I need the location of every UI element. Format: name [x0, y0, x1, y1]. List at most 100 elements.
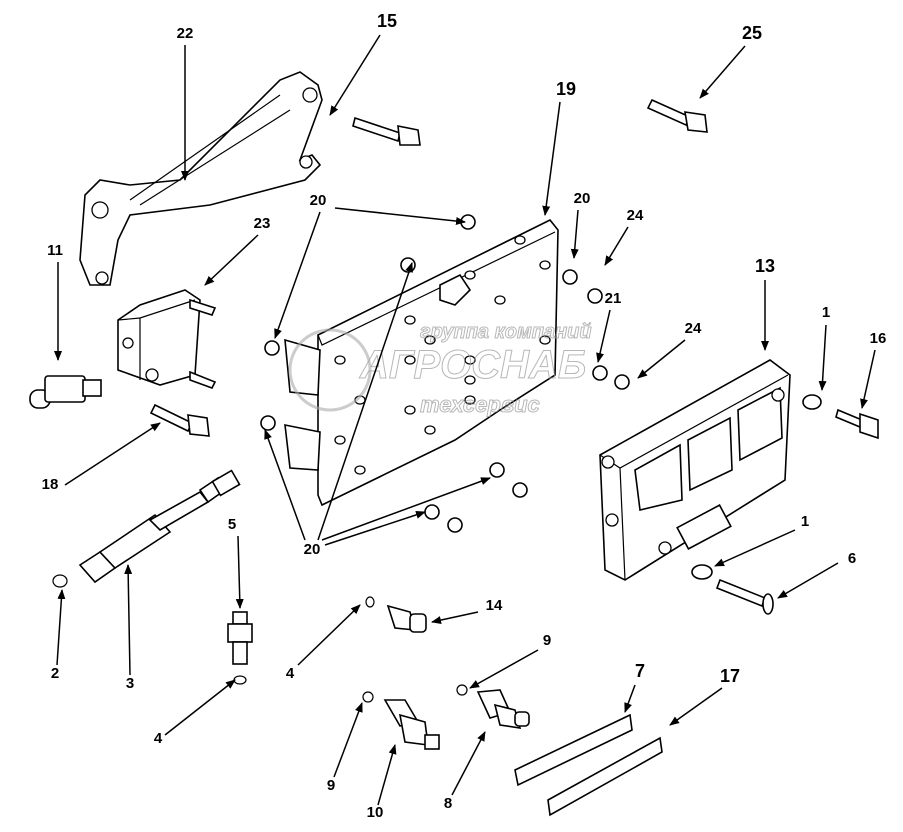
nut	[260, 415, 276, 431]
leader-line	[604, 226, 629, 266]
sensor-5	[227, 611, 253, 685]
leader-line	[542, 101, 561, 216]
callout-16: 16	[870, 330, 887, 347]
callout-24: 24	[627, 207, 644, 224]
leader-line	[333, 702, 363, 778]
callout-20: 20	[310, 192, 327, 209]
callout-4: 4	[154, 730, 163, 747]
callout-9: 9	[543, 632, 551, 649]
leader-line	[714, 529, 796, 567]
leader-line	[570, 209, 579, 259]
decal-17	[547, 736, 663, 817]
leader-lines	[54, 34, 876, 806]
plate-hole	[334, 355, 346, 365]
callout-9: 9	[327, 777, 335, 794]
leader-line	[377, 744, 397, 806]
callout-22: 22	[177, 25, 194, 42]
decal-7	[514, 713, 633, 787]
plate-hole	[404, 355, 416, 365]
leader-line	[860, 349, 876, 409]
plate-hole	[464, 270, 476, 280]
leader-line	[297, 604, 361, 666]
svg-text:АГРОСНАБ: АГРОСНАБ	[359, 343, 586, 387]
callout-14: 14	[486, 597, 503, 614]
leader-line	[669, 687, 723, 726]
callout-18: 18	[42, 476, 59, 493]
bolt-25	[646, 98, 708, 133]
svg-text:техсервис: техсервис	[420, 392, 540, 417]
leader-line	[204, 234, 259, 286]
washer-1-and-bolt-16	[802, 394, 879, 440]
leader-line	[264, 429, 306, 541]
leader-line	[699, 45, 746, 99]
nut	[562, 269, 578, 285]
callout-10: 10	[367, 804, 384, 821]
callout-2: 2	[51, 665, 59, 682]
watermark-logo: группа компаний АГРОСНАБ техсервис	[288, 321, 592, 418]
leader-line	[329, 34, 381, 116]
plate-hole	[464, 395, 476, 405]
callout-11: 11	[47, 242, 63, 259]
plate-hole	[539, 260, 551, 270]
plate-hole	[404, 405, 416, 415]
callout-24: 24	[685, 320, 702, 337]
nut	[489, 462, 505, 478]
plate-hole	[539, 335, 551, 345]
leader-line	[56, 589, 66, 666]
callout-13: 13	[755, 256, 775, 276]
plate-hole	[424, 425, 436, 435]
nut	[512, 482, 528, 498]
sensor-8	[456, 684, 530, 729]
plate-hole	[404, 315, 416, 325]
leader-line	[64, 422, 161, 486]
leader-line	[451, 731, 486, 796]
plate-hole	[464, 355, 476, 365]
leader-line	[818, 324, 827, 391]
sensor-14	[365, 596, 427, 633]
nut	[424, 504, 440, 520]
callout-21: 21	[605, 290, 622, 307]
callout-15: 15	[377, 11, 397, 31]
nut	[400, 257, 416, 273]
callout-25: 25	[742, 23, 762, 43]
plate-hole	[464, 375, 476, 385]
nut	[587, 288, 603, 304]
leader-line	[596, 309, 611, 363]
callout-20: 20	[574, 190, 591, 207]
leader-line	[321, 477, 491, 541]
plate-hole	[334, 435, 346, 445]
plate-hole	[424, 335, 436, 345]
sensor-11	[29, 375, 102, 409]
callout-1: 1	[822, 304, 830, 321]
callout-5: 5	[228, 516, 236, 533]
washer-1-and-screw-6	[691, 564, 774, 615]
callout-4: 4	[286, 665, 295, 682]
leader-line	[431, 611, 479, 624]
nut	[614, 374, 630, 390]
leader-line	[317, 262, 413, 541]
bracket-22	[79, 71, 323, 286]
callout-6: 6	[848, 550, 856, 567]
plate-hole	[514, 235, 526, 245]
leader-line	[469, 649, 539, 689]
ecu-module-13	[599, 359, 791, 581]
leader-line	[777, 562, 839, 599]
sensor-3	[52, 469, 241, 588]
callout-1: 1	[801, 513, 809, 530]
callout-3: 3	[126, 675, 134, 692]
callout-19: 19	[556, 79, 576, 99]
leader-line	[235, 535, 244, 609]
leader-line	[334, 207, 466, 226]
leader-line	[124, 564, 133, 676]
callout-23: 23	[254, 215, 271, 232]
bolt-18	[149, 403, 210, 437]
plate-hole	[354, 465, 366, 475]
leader-line	[164, 679, 236, 736]
nut	[447, 517, 463, 533]
bolt-15	[352, 116, 421, 146]
callout-20: 20	[304, 541, 321, 558]
leader-line	[637, 339, 686, 379]
nut	[592, 365, 608, 381]
